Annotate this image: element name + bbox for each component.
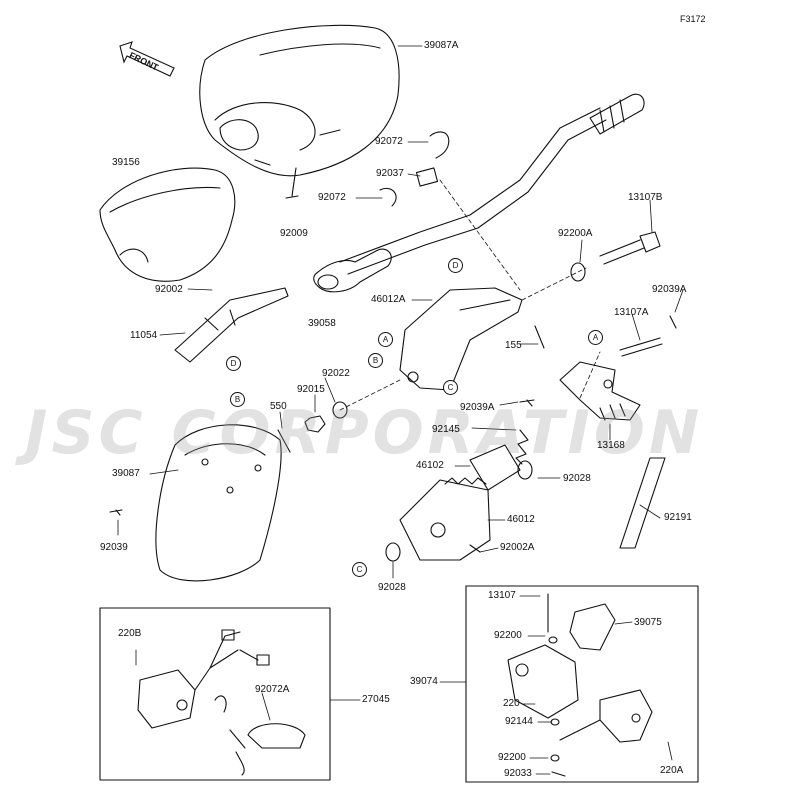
steering-holder-46012A bbox=[399, 287, 523, 391]
nut-92015 bbox=[304, 415, 326, 433]
label-13168: 13168 bbox=[597, 440, 625, 451]
pin-13107A bbox=[619, 337, 663, 357]
bracket-11054 bbox=[174, 287, 289, 363]
callout-a-right: A bbox=[588, 330, 603, 345]
callout-c-bottom: C bbox=[352, 562, 367, 577]
label-92028-right: 92028 bbox=[563, 473, 591, 484]
inset-box-left bbox=[99, 607, 331, 781]
label-155: 155 bbox=[505, 340, 522, 351]
bolt-155 bbox=[534, 325, 545, 349]
screw-92039 bbox=[109, 509, 123, 516]
label-220B: 220B bbox=[118, 628, 142, 639]
grip-39058 bbox=[313, 248, 392, 293]
clamp-bands bbox=[379, 131, 450, 207]
clip-92037 bbox=[415, 167, 439, 187]
label-13107B: 13107B bbox=[628, 192, 663, 203]
figure-id: F3172 bbox=[680, 14, 706, 24]
label-92072-mid: 92072 bbox=[318, 192, 346, 203]
top-cover-39087A bbox=[199, 24, 400, 177]
callout-d-top: D bbox=[448, 258, 463, 273]
label-92009: 92009 bbox=[280, 228, 308, 239]
label-92039A-left: 92039A bbox=[460, 402, 495, 413]
label-39075: 39075 bbox=[634, 617, 662, 628]
label-220: 220 bbox=[503, 698, 520, 709]
callout-d-left: D bbox=[226, 356, 241, 371]
label-11054: 11054 bbox=[130, 330, 158, 341]
leader-lines bbox=[117, 45, 684, 579]
label-220A: 220A bbox=[660, 765, 684, 776]
label-39087A: 39087A bbox=[424, 40, 459, 51]
screw-92009 bbox=[285, 167, 299, 199]
label-92039A-right: 92039A bbox=[652, 284, 687, 295]
label-92072-top: 92072 bbox=[375, 136, 403, 147]
label-39156: 39156 bbox=[112, 157, 140, 168]
rod-92191 bbox=[619, 457, 666, 549]
label-92191: 92191 bbox=[664, 512, 692, 523]
callout-a-mid: A bbox=[378, 332, 393, 347]
label-92033: 92033 bbox=[504, 768, 532, 779]
label-46012: 46012 bbox=[507, 514, 535, 525]
label-92015: 92015 bbox=[297, 384, 325, 395]
label-13107A: 13107A bbox=[614, 307, 649, 318]
callout-c-mid: C bbox=[443, 380, 458, 395]
watermark: JSC CORPORATION bbox=[25, 398, 704, 468]
label-92039: 92039 bbox=[100, 542, 128, 553]
throttle-39074 bbox=[507, 593, 653, 777]
label-27045: 27045 bbox=[362, 694, 390, 705]
label-13107: 13107 bbox=[488, 590, 516, 601]
label-39074: 39074 bbox=[410, 676, 438, 687]
bracket-13168 bbox=[559, 361, 641, 421]
switch-27045 bbox=[137, 629, 306, 776]
label-92200A: 92200A bbox=[558, 228, 593, 239]
spring-92145 bbox=[515, 429, 529, 465]
handlebar bbox=[339, 93, 645, 275]
pin-550 bbox=[277, 429, 291, 453]
label-92200-a: 92200 bbox=[494, 630, 522, 641]
screw-92039A-l bbox=[519, 399, 535, 407]
label-92028-bottom: 92028 bbox=[378, 582, 406, 593]
lower-cover-39087 bbox=[155, 424, 282, 582]
label-92144: 92144 bbox=[505, 716, 533, 727]
inset-box-right bbox=[465, 585, 699, 783]
washer-92028-b bbox=[385, 542, 401, 562]
label-92145: 92145 bbox=[432, 424, 460, 435]
label-92002A: 92002A bbox=[500, 542, 535, 553]
label-92072A: 92072A bbox=[255, 684, 290, 695]
front-arrow: FRONT bbox=[118, 40, 178, 78]
washer-92028-r bbox=[517, 460, 533, 480]
screw-92039A-r bbox=[669, 315, 677, 329]
label-46102: 46102 bbox=[416, 460, 444, 471]
label-92200-b: 92200 bbox=[498, 752, 526, 763]
dashed-leaders bbox=[339, 179, 601, 411]
steering-gear-46012 bbox=[399, 477, 491, 561]
pivot-46102 bbox=[469, 444, 521, 491]
label-46012A: 46012A bbox=[371, 294, 406, 305]
washer-92022 bbox=[332, 401, 348, 419]
bolt-92002A bbox=[469, 544, 481, 553]
bolt-13107B bbox=[599, 231, 661, 265]
label-92022: 92022 bbox=[322, 368, 350, 379]
washer-92200A bbox=[570, 262, 586, 282]
label-39087: 39087 bbox=[112, 468, 140, 479]
label-92037: 92037 bbox=[376, 168, 404, 179]
label-92002: 92002 bbox=[155, 284, 183, 295]
label-39058: 39058 bbox=[308, 318, 336, 329]
callout-b-left: B bbox=[230, 392, 245, 407]
cover-39156 bbox=[99, 167, 236, 282]
label-550: 550 bbox=[270, 401, 287, 412]
callout-b-mid: B bbox=[368, 353, 383, 368]
